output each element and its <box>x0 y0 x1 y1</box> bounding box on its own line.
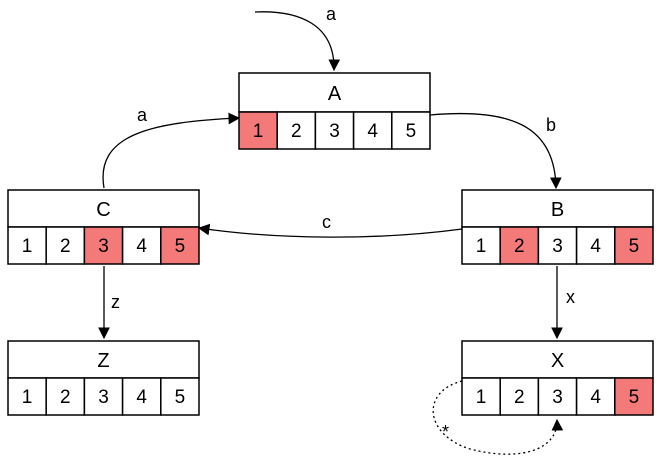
state-x-cell-label: 3 <box>552 387 563 408</box>
state-z-cell-box <box>83 377 124 416</box>
state-b: B 1 2 3 4 5 <box>461 189 654 265</box>
state-z-cell-label: 1 <box>22 387 33 408</box>
state-z-cell-label: 3 <box>98 387 109 408</box>
state-a-cell-box <box>314 111 355 150</box>
state-a: A 1 2 3 4 5 <box>238 72 431 150</box>
state-a-cell-label: 5 <box>406 121 417 142</box>
state-z-header <box>7 340 200 379</box>
state-c-cell-label: 1 <box>22 236 33 257</box>
state-z-cell-box <box>160 377 200 416</box>
state-x-header <box>461 340 654 379</box>
state-b-cell-box <box>537 226 578 265</box>
state-a-cell-label: 3 <box>329 121 340 142</box>
state-c-cells: 1 2 3 4 5 <box>7 226 200 265</box>
state-a-cell-label: 1 <box>253 121 264 142</box>
edge-c-to-z-label: z <box>111 292 120 312</box>
edge-a-to-b-label: b <box>546 115 556 135</box>
state-a-cell-box <box>238 111 278 150</box>
state-c: C 1 2 3 4 5 <box>7 189 200 265</box>
state-x-cell-box <box>575 377 616 416</box>
state-x-cell-box <box>537 377 578 416</box>
state-z-cell-label: 2 <box>60 387 71 408</box>
state-z-cell-box <box>45 377 86 416</box>
state-b-cell-box <box>614 226 654 265</box>
state-b-cell-label: 4 <box>590 236 601 257</box>
state-b-cell-label: 2 <box>514 236 525 257</box>
state-b-cells: 1 2 3 4 5 <box>461 226 654 265</box>
start-edge <box>254 11 341 72</box>
edge-x-self-loop-label: * <box>442 422 449 442</box>
edge-c-to-a-label: a <box>137 105 148 125</box>
edge-b-to-x-label: x <box>566 287 575 307</box>
state-z-cell-label: 4 <box>136 387 147 408</box>
state-a-cell-box <box>276 111 317 150</box>
edge-x-self-loop <box>432 380 564 455</box>
state-x-cell-label: 2 <box>514 387 525 408</box>
state-a-cell-label: 2 <box>291 121 302 142</box>
state-b-title: B <box>551 199 564 221</box>
state-x-cell-label: 4 <box>590 387 601 408</box>
state-b-cell-label: 3 <box>552 236 563 257</box>
state-b-cell-label: 5 <box>629 236 640 257</box>
state-c-cell-label: 5 <box>175 236 186 257</box>
edge-a-to-b <box>429 112 562 190</box>
state-z-title: Z <box>97 350 109 372</box>
state-c-title: C <box>96 199 110 221</box>
state-x-cells: 1 2 3 4 5 <box>461 377 654 416</box>
state-x-cell-box <box>614 377 654 416</box>
state-a-header <box>238 72 431 113</box>
state-c-cell-label: 3 <box>98 236 109 257</box>
edge-b-to-c-label: c <box>322 212 331 232</box>
state-b-header <box>461 189 654 228</box>
state-z-cells: 1 2 3 4 5 <box>7 377 200 416</box>
edge-c-to-a <box>102 112 241 189</box>
state-x-cell-label: 1 <box>476 387 487 408</box>
state-x-cell-box <box>499 377 540 416</box>
state-a-cell-box <box>391 111 431 150</box>
state-b-cell-label: 1 <box>476 236 487 257</box>
state-a-cells: 1 2 3 4 5 <box>238 111 431 150</box>
state-a-cell-label: 4 <box>367 121 378 142</box>
state-z-cell-label: 5 <box>175 387 186 408</box>
state-c-cell-label: 4 <box>136 236 147 257</box>
state-c-cell-label: 2 <box>60 236 71 257</box>
state-x-title: X <box>551 350 564 372</box>
state-c-cell-box <box>160 226 200 265</box>
start-edge-label: a <box>326 4 337 24</box>
state-x-cell-label: 5 <box>629 387 640 408</box>
edge-b-to-c <box>197 223 463 238</box>
state-a-title: A <box>328 83 342 105</box>
state-b-cell-box <box>575 226 616 265</box>
state-x: X 1 2 3 4 5 <box>461 340 654 416</box>
state-z: Z 1 2 3 4 5 <box>7 340 200 416</box>
